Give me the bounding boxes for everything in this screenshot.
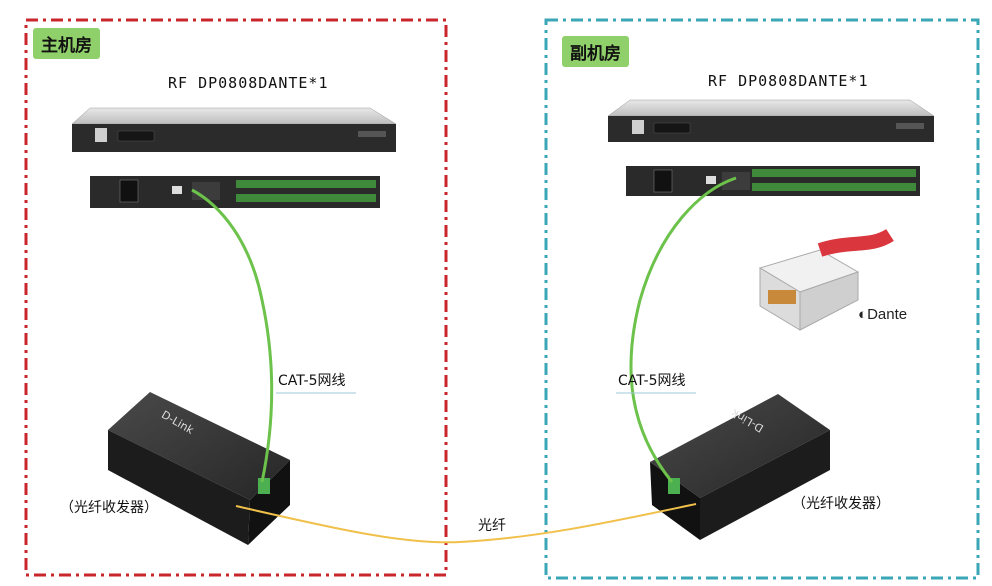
sub-room-label: 副机房 bbox=[562, 36, 629, 67]
main-device-model: RF DP0808DANTE*1 bbox=[168, 74, 329, 92]
main-rack-rear bbox=[90, 176, 380, 208]
sub-rack-rear bbox=[626, 166, 920, 196]
sub-room-border bbox=[544, 18, 980, 580]
sub-transceiver-label: （光纤收发器） bbox=[792, 496, 890, 512]
dante-logo: ◐Dante bbox=[858, 306, 907, 323]
sub-cat5-label: CAT-5网线 bbox=[618, 373, 686, 389]
fiber-label: 光纤 bbox=[478, 518, 506, 534]
main-transceiver bbox=[108, 392, 290, 545]
main-room-border bbox=[24, 18, 448, 577]
fiber-cable bbox=[235, 503, 697, 544]
main-rack-front bbox=[71, 107, 397, 152]
main-transceiver-label: （光纤收发器） bbox=[60, 500, 158, 516]
sub-cat5-cable bbox=[629, 176, 737, 483]
main-room-label: 主机房 bbox=[33, 28, 100, 59]
sub-device-model: RF DP0808DANTE*1 bbox=[708, 72, 869, 90]
main-cat5-cable bbox=[191, 188, 274, 483]
main-cat5-label: CAT-5网线 bbox=[278, 373, 346, 389]
dante-logo-icon: ◐ bbox=[858, 306, 868, 323]
sub-rack-front bbox=[607, 99, 935, 142]
dante-logo-text: Dante bbox=[867, 306, 908, 323]
dante-connector-image bbox=[758, 228, 894, 331]
sub-transceiver bbox=[650, 394, 830, 540]
